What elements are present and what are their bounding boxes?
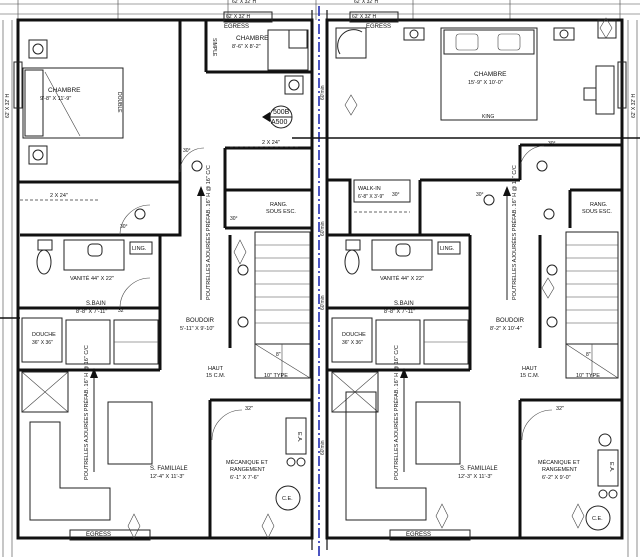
right-angle-4: 32" [556, 406, 564, 412]
left-angle-2: 30° [120, 224, 128, 230]
left-haut-line2: 15 C.M. [206, 373, 226, 379]
party-wall-dim-2: 60'min [320, 221, 326, 236]
right-meca-size: 6'-2" X 9'-0" [542, 475, 571, 481]
right-haut-line1: HAUT [522, 366, 538, 372]
left-famille-name: S. FAMILIALE [150, 466, 188, 472]
right-joists-top: POUTRELLES AJOURÉES PRÉFAB. 16" H @ 16" … [511, 165, 518, 300]
right-haut-line2: 15 C.M. [520, 373, 540, 379]
left-meca-line2: RANGEMENT [230, 467, 266, 473]
left-unit: 62' X 32' H EGRESS EGRESS CHAMBRE 9'-8" … [13, 11, 312, 541]
left-egress-top: EGRESS [224, 24, 249, 30]
right-walkin-name: WALK-IN [358, 186, 381, 192]
right-rang-line1: RANG. [590, 202, 608, 208]
right-type: 10" TYPE [576, 373, 600, 379]
right-chambre-size: 15'-9" X 10'-0" [468, 80, 503, 86]
left-stairs [254, 231, 311, 379]
right-vanite: VANITÉ 44" X 22" [380, 275, 424, 282]
right-douche-name: DOUCHE [342, 332, 366, 338]
right-king-label: KING [482, 114, 494, 120]
right-meca-line2: RANGEMENT [542, 467, 578, 473]
party-wall-dim-1: 60'min [320, 85, 326, 100]
left-douche-name: DOUCHE [32, 332, 56, 338]
left-angle-5: 32" [118, 308, 126, 314]
party-wall-dim-3: 60'min [320, 295, 326, 310]
left-egress-bottom: EGRESS [86, 532, 111, 538]
left-ling: LING. [132, 246, 147, 252]
right-ling: LING. [440, 246, 455, 252]
party-wall-dim-4: 60'min [320, 440, 326, 455]
right-douche-size: 36" X 36" [342, 340, 363, 346]
dim-top-left: 62' X 32' H [232, 0, 257, 5]
left-haut-line1: HAUT [208, 366, 224, 372]
left-ea: E.A. [296, 432, 302, 443]
right-joists-bottom: POUTRELLES AJOURÉES PRÉFAB. 16" H @ 16" … [393, 345, 400, 480]
right-sbain-name: S.BAIN [394, 301, 414, 307]
left-angle-3: 30° [230, 216, 238, 222]
right-angle-3: 30° [548, 141, 556, 147]
left-ce: C.E. [282, 496, 293, 502]
right-sbain-size: 8'-8" X 7'-11" [384, 309, 415, 315]
right-boudoir-size: 8'-2" X 10'-4" [490, 326, 522, 332]
left-chambre-2-size: 8'-6" X 8'-2" [232, 44, 261, 50]
right-ea: E.A. [608, 462, 614, 473]
side-dimension-lines: 62' X 32' H 62' X 32' H [2, 20, 638, 557]
left-meca-size: 6'-1" X 7'-6" [230, 475, 259, 481]
section-tag: 500B A500 [262, 105, 640, 139]
right-egress-bottom: EGRESS [406, 532, 431, 538]
left-beam-1: 2 X 24" [262, 140, 280, 146]
left-stair-mark: 8" [276, 352, 281, 358]
right-stairs [565, 231, 619, 379]
right-boudoir-name: BOUDOIR [496, 318, 525, 324]
dim-top-right: 62' X 32' H [354, 0, 379, 5]
section-tag-bottom: A500 [271, 119, 287, 126]
left-chambre-2-name: CHAMBRE [236, 35, 269, 42]
right-angle-1: 30° [392, 192, 400, 198]
right-angle-2: 30° [476, 192, 484, 198]
left-vanite: VANITÉ 44" X 22" [70, 275, 114, 282]
left-beam-2: 2 X 24" [50, 193, 68, 199]
right-rang-line2: SOUS ESC. [582, 209, 612, 215]
left-angle-6: 32" [245, 406, 253, 412]
right-chambre-name: CHAMBRE [474, 71, 507, 78]
left-chambre-1-size: 9'-8" X 11'-9" [40, 96, 71, 102]
left-meca-line1: MÉCANIQUE ET [226, 459, 269, 466]
left-rang-line2: SOUS ESC. [266, 209, 296, 215]
left-rang-line1: RANG. [270, 202, 288, 208]
left-boudoir-name: BOUDOIR [186, 318, 215, 324]
right-unit: 62' X 32' H EGRESS EGRESS CHAMBRE 15'-9"… [327, 11, 627, 541]
left-famille-size: 12'-4" X 11'-3" [150, 474, 184, 480]
right-famille-size: 12'-3" X 11'-3" [458, 474, 492, 480]
right-egress-top-dims: 62' X 32' H [352, 14, 377, 20]
left-joists-top: POUTRELLES AJOURÉES PRÉFAB. 16" H @ 16" … [205, 165, 212, 300]
dim-left-side: 62' X 32' H [5, 93, 11, 118]
left-egress-top-dims: 62' X 32' H [226, 14, 251, 20]
dim-right-side: 62' X 32' H [631, 93, 637, 118]
left-type: 10" TYPE [264, 373, 288, 379]
right-famille-name: S. FAMILIALE [460, 466, 498, 472]
left-angle-1: 30° [183, 148, 191, 154]
left-sbain-name: S.BAIN [86, 301, 106, 307]
right-meca-line1: MÉCANIQUE ET [538, 459, 581, 466]
left-douche-size: 36" X 36" [32, 340, 53, 346]
left-simple-label: SIMPLE [211, 38, 217, 57]
right-walkin-size: 6'-8" X 3'-9" [358, 194, 384, 200]
left-chambre-1-name: CHAMBRE [48, 87, 81, 94]
top-dimension-lines: 62' X 32' H 62' X 32' H [0, 0, 640, 20]
section-tag-top: 500B [273, 109, 290, 116]
left-sbain-size: 8'-8" X 7'-11" [76, 309, 107, 315]
left-boudoir-size: 5'-11" X 9'-10" [180, 326, 214, 332]
right-stair-mark: 8" [586, 352, 591, 358]
right-ce: C.E. [592, 516, 603, 522]
right-egress-top: EGRESS [366, 24, 391, 30]
left-double-label: DOUBLE [116, 92, 122, 113]
left-joists-bottom: POUTRELLES AJOURÉES PRÉFAB. 16" H @ 16" … [83, 345, 90, 480]
